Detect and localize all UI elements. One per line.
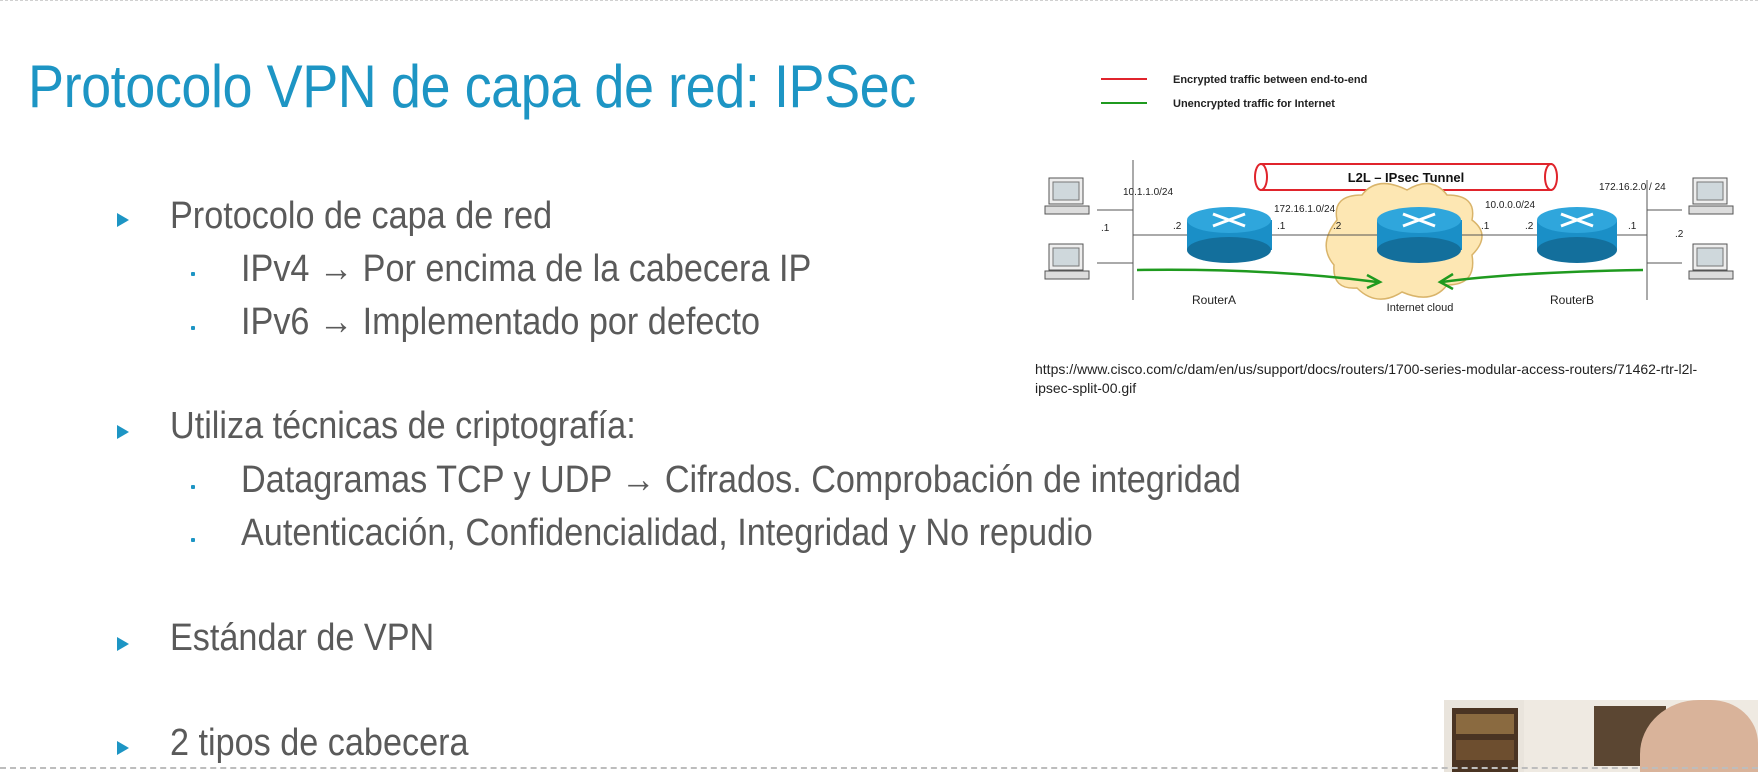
sub-bullet-item: Autenticación, Confidencialidad, Integri… <box>241 512 1093 554</box>
pc-icon <box>1044 177 1090 215</box>
slide-bottom-border <box>0 767 1758 769</box>
bullet-arrow-icon <box>117 213 129 227</box>
unencrypted-path-right <box>1441 268 1644 284</box>
sub-bullet-dot-icon <box>191 272 195 276</box>
presenter-face <box>1640 700 1758 772</box>
legend-unencrypted-label: Unencrypted traffic for Internet <box>1173 98 1335 110</box>
sub-bullet-dot-icon <box>191 538 195 542</box>
ipsec-network-diagram: Encrypted traffic between end-to-end Une… <box>1037 60 1743 344</box>
bullet-item: Protocolo de capa de red <box>170 195 553 237</box>
if-right-host: .2 <box>1675 229 1684 240</box>
if-router-b-in: .1 <box>1628 221 1637 232</box>
bullet-item: Utiliza técnicas de criptografía: <box>170 405 636 447</box>
router-b-icon <box>1537 207 1617 263</box>
bullet-arrow-icon <box>117 637 129 651</box>
unencrypted-path-left <box>1136 268 1378 284</box>
bullet-item: 2 tipos de cabecera <box>170 722 469 764</box>
if-router-a-out: .1 <box>1277 221 1286 232</box>
sub-bullet-item: IPv4 → Por encima de la cabecera IP <box>241 248 812 290</box>
diagram-source-url: https://www.cisco.com/c/dam/en/us/suppor… <box>1035 361 1698 396</box>
sub-bullet-item: IPv6 → Implementado por defecto <box>241 301 760 343</box>
router-cloud-icon <box>1377 207 1462 263</box>
pc-icon <box>1688 243 1734 280</box>
if-router-a-in: .2 <box>1173 221 1182 232</box>
router-a-icon <box>1187 207 1272 263</box>
net-transit-a: 172.16.1.0/24 <box>1274 204 1336 215</box>
sub-bullet-item: Datagramas TCP y UDP → Cifrados. Comprob… <box>241 459 1241 501</box>
net-right-lan: 172.16.2.0 / 24 <box>1599 182 1666 193</box>
bullet-arrow-icon <box>117 741 129 755</box>
if-cloud-b: .1 <box>1481 221 1490 232</box>
legend-encrypted-label: Encrypted traffic between end-to-end <box>1173 74 1367 86</box>
sub-bullet-dot-icon <box>191 326 195 330</box>
bullet-arrow-icon <box>117 425 129 439</box>
net-transit-b: 10.0.0.0/24 <box>1485 200 1535 211</box>
tunnel-label: L2L – IPsec Tunnel <box>1348 170 1465 185</box>
router-a-label: RouterA <box>1192 293 1236 307</box>
if-left-host: .1 <box>1101 223 1110 234</box>
slide-title: Protocolo VPN de capa de red: IPSec <box>28 53 916 120</box>
if-router-b-out: .2 <box>1525 221 1534 232</box>
router-b-label: RouterB <box>1550 293 1594 307</box>
cloud-label: Internet cloud <box>1387 302 1454 314</box>
bullet-item: Estándar de VPN <box>170 617 435 659</box>
if-cloud-a: .2 <box>1333 221 1342 232</box>
slide-top-border <box>0 0 1758 1</box>
pc-icon <box>1688 177 1734 215</box>
sub-bullet-dot-icon <box>191 485 195 489</box>
net-left-lan: 10.1.1.0/24 <box>1123 187 1173 198</box>
ipsec-tunnel: L2L – IPsec Tunnel <box>1254 163 1558 191</box>
pc-icon <box>1044 243 1090 280</box>
webcam-video-thumbnail <box>1444 700 1758 772</box>
